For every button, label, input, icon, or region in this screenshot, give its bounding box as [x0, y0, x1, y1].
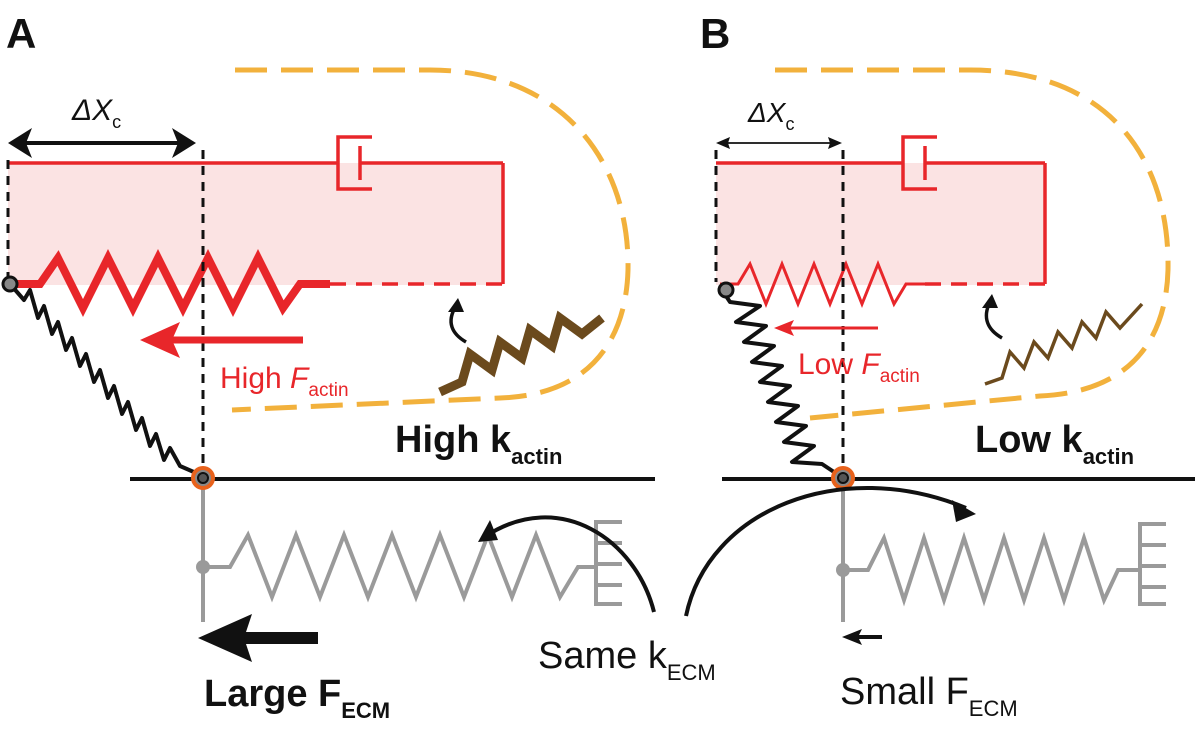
delta-x-label-b: ΔXc: [747, 97, 794, 134]
force-actin-label-a: High Factin: [220, 362, 349, 401]
adhesion-spring-b: [720, 288, 845, 480]
actin-spring-b: [720, 259, 925, 309]
stiff-actin-spring-icon-a: [438, 310, 605, 397]
delta-x-arrow-b: [716, 137, 842, 149]
cell-outline-a: [231, 67, 631, 413]
panel-a: A ΔXc: [1, 10, 655, 723]
actin-region-shade-b: [716, 163, 1045, 285]
same-k-arrow-head-a: [478, 520, 498, 542]
adhesion-node-top-a: [1, 275, 19, 293]
same-k-ecm-label: Same kECM: [538, 635, 716, 685]
delta-x-label-a: ΔXc: [71, 94, 121, 132]
ecm-force-arrow-b: [842, 629, 882, 645]
cell-outline-b: [775, 67, 1171, 421]
dashpot-b: [716, 135, 1047, 284]
ecm-spring-b: [841, 479, 1166, 622]
same-k-arrow-to-b: [684, 486, 967, 617]
curved-arrow-head-a: [448, 298, 464, 312]
contact-point-core-b: [837, 472, 849, 484]
ecm-node-a: [196, 560, 210, 574]
panel-b: B ΔXc: [700, 10, 1195, 721]
dashpot-a: [8, 135, 505, 284]
ecm-spring-a: [201, 479, 622, 622]
delta-x-arrow-a: [8, 128, 196, 158]
curved-arrow-head-b: [982, 294, 998, 308]
k-actin-label-b: Low kactin: [975, 419, 1134, 469]
ecm-force-arrow-a: [198, 614, 318, 662]
same-k-arrow-to-a: [484, 515, 656, 613]
panel-b-letter: B: [700, 10, 730, 57]
adhesion-spring-a: [8, 282, 204, 478]
force-actin-arrow-a: [140, 322, 303, 358]
contact-point-core-a: [197, 472, 209, 484]
adhesion-node-top-b: [717, 281, 735, 299]
force-actin-label-b: Low Factin: [798, 348, 920, 387]
shared-ecm-annotation: Same kECM: [478, 486, 976, 685]
actin-spring-a: [10, 249, 330, 317]
ecm-force-label-b: Small FECM: [840, 671, 1018, 721]
k-actin-label-a: High kactin: [395, 419, 562, 469]
ecm-node-b: [836, 563, 850, 577]
soft-actin-spring-icon-b: [984, 302, 1144, 386]
panel-a-letter: A: [6, 10, 36, 57]
ecm-force-label-a: Large FECM: [204, 673, 390, 723]
force-actin-arrow-b: [774, 320, 878, 336]
same-k-arrow-head-b: [952, 500, 976, 522]
